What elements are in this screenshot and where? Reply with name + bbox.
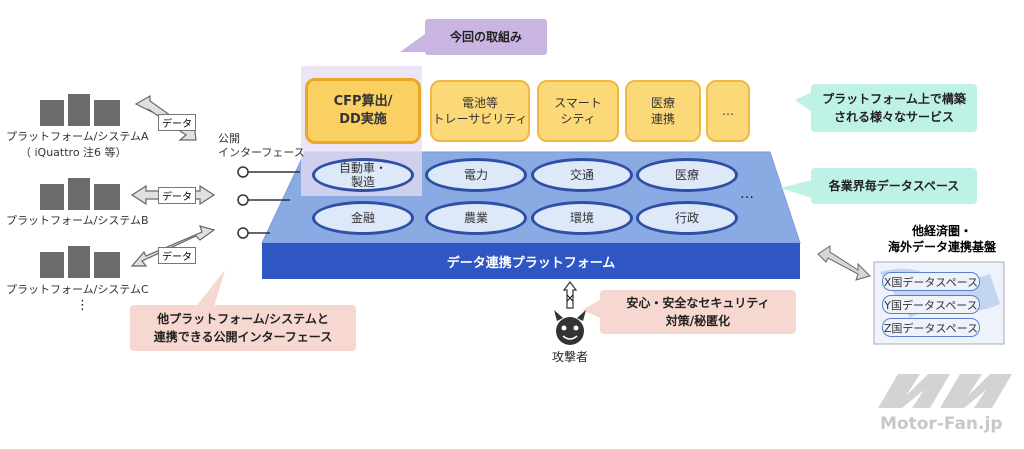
dataspace-government-label: 行政 [674,210,699,225]
data-label-b: データ [158,187,196,204]
dataspace-transport[interactable]: 交通 [531,158,633,192]
dataspace-agriculture-label: 農業 [463,210,488,225]
building-icon-c [40,246,120,278]
service-battery-traceability[interactable]: 電池等 トレーサビリティ [430,80,530,142]
current-initiative-callout-bg [425,19,547,55]
external-arrow [817,245,871,281]
current-initiative-callout-pointer [400,34,425,52]
platform-label: データ連携プラットフォーム [446,256,616,271]
dataspace-automotive[interactable]: 自動車・ 製造 [312,158,414,192]
data-label-c: データ [158,247,196,264]
dataspace-agriculture[interactable]: 農業 [425,201,527,235]
watermark-text: Motor-Fan.jp [880,414,1003,434]
service-smart-city[interactable]: スマート シティ [537,80,619,142]
y-country-dataspace[interactable]: Y国データスペース [882,295,980,314]
security-callout: 安心・安全なセキュリティ 対策/秘匿化 [626,296,770,328]
dataspace-callout: 各業界毎データスペース [828,179,960,193]
blocked-x-mark: × [565,291,575,305]
x-country-dataspace[interactable]: X国データスペース [882,272,980,291]
interface-connectors [237,166,300,239]
dataspace-electricity[interactable]: 電力 [425,158,527,192]
attacker-icon [554,310,586,345]
dataspace-environment[interactable]: 環境 [531,201,633,235]
dataspace-callout-bg [811,168,977,204]
dataspace-environment-label: 環境 [569,210,594,225]
data-label-a: データ [158,114,196,131]
system-c-label: プラットフォーム/システムC [6,283,149,296]
blocked-attack-arrow [562,281,578,309]
dataspace-electricity-label: 電力 [463,167,488,182]
dataspace-government[interactable]: 行政 [636,201,738,235]
public-interface-label: 公開 インターフェース [218,132,305,159]
systems-ellipsis: ⋮ [76,298,89,313]
building-icon-a [40,94,120,126]
dataspace-automotive-label: 自動車・ 製造 [338,160,387,189]
service-more-label: … [722,103,734,118]
system-a-sublabel: （ iQuattro 注6 等） [20,146,127,159]
interface-callout-bg [130,305,356,351]
attacker-label: 攻撃者 [551,350,588,364]
security-callout-bg [600,290,796,334]
services-callout-pointer [795,92,812,112]
service-battery-traceability-label: 電池等 トレーサビリティ [432,95,528,126]
public-interface-callout: 他プラットフォーム/システムと 連携できる公開インターフェース [153,312,333,344]
current-initiative-callout: 今回の取組み [449,30,522,44]
dataspace-callout-pointer [780,180,812,198]
building-icon-b [40,178,120,210]
z-country-dataspace[interactable]: Z国データスペース [882,318,980,337]
service-smart-city-label: スマート シティ [554,95,602,126]
system-b-label: プラットフォーム/システムB [6,214,149,227]
service-medical[interactable]: 医療 連携 [625,80,701,142]
service-more[interactable]: … [706,80,750,142]
dataspace-medical-label: 医療 [674,167,699,182]
platform-front-band [262,243,800,279]
external-title: 他経済圏・ 海外データ連携基盤 [887,224,996,254]
system-a-label: プラットフォーム/システムA [6,130,149,143]
services-callout: プラットフォーム上で構築 される様々なサービス [822,92,966,124]
security-callout-pointer [582,300,600,318]
service-medical-label: 医療 連携 [650,95,675,126]
watermark-logo [878,374,1012,408]
dataspace-ellipsis: … [740,186,754,202]
dataspace-transport-label: 交通 [569,167,594,182]
dataspace-medical[interactable]: 医療 [636,158,738,192]
services-callout-bg [811,84,977,132]
service-cfp-dd-label: CFP算出/ DD実施 [333,94,393,127]
dataspace-finance-label: 金融 [350,210,375,225]
service-cfp-dd[interactable]: CFP算出/ DD実施 [305,78,421,144]
dataspace-finance[interactable]: 金融 [312,201,414,235]
